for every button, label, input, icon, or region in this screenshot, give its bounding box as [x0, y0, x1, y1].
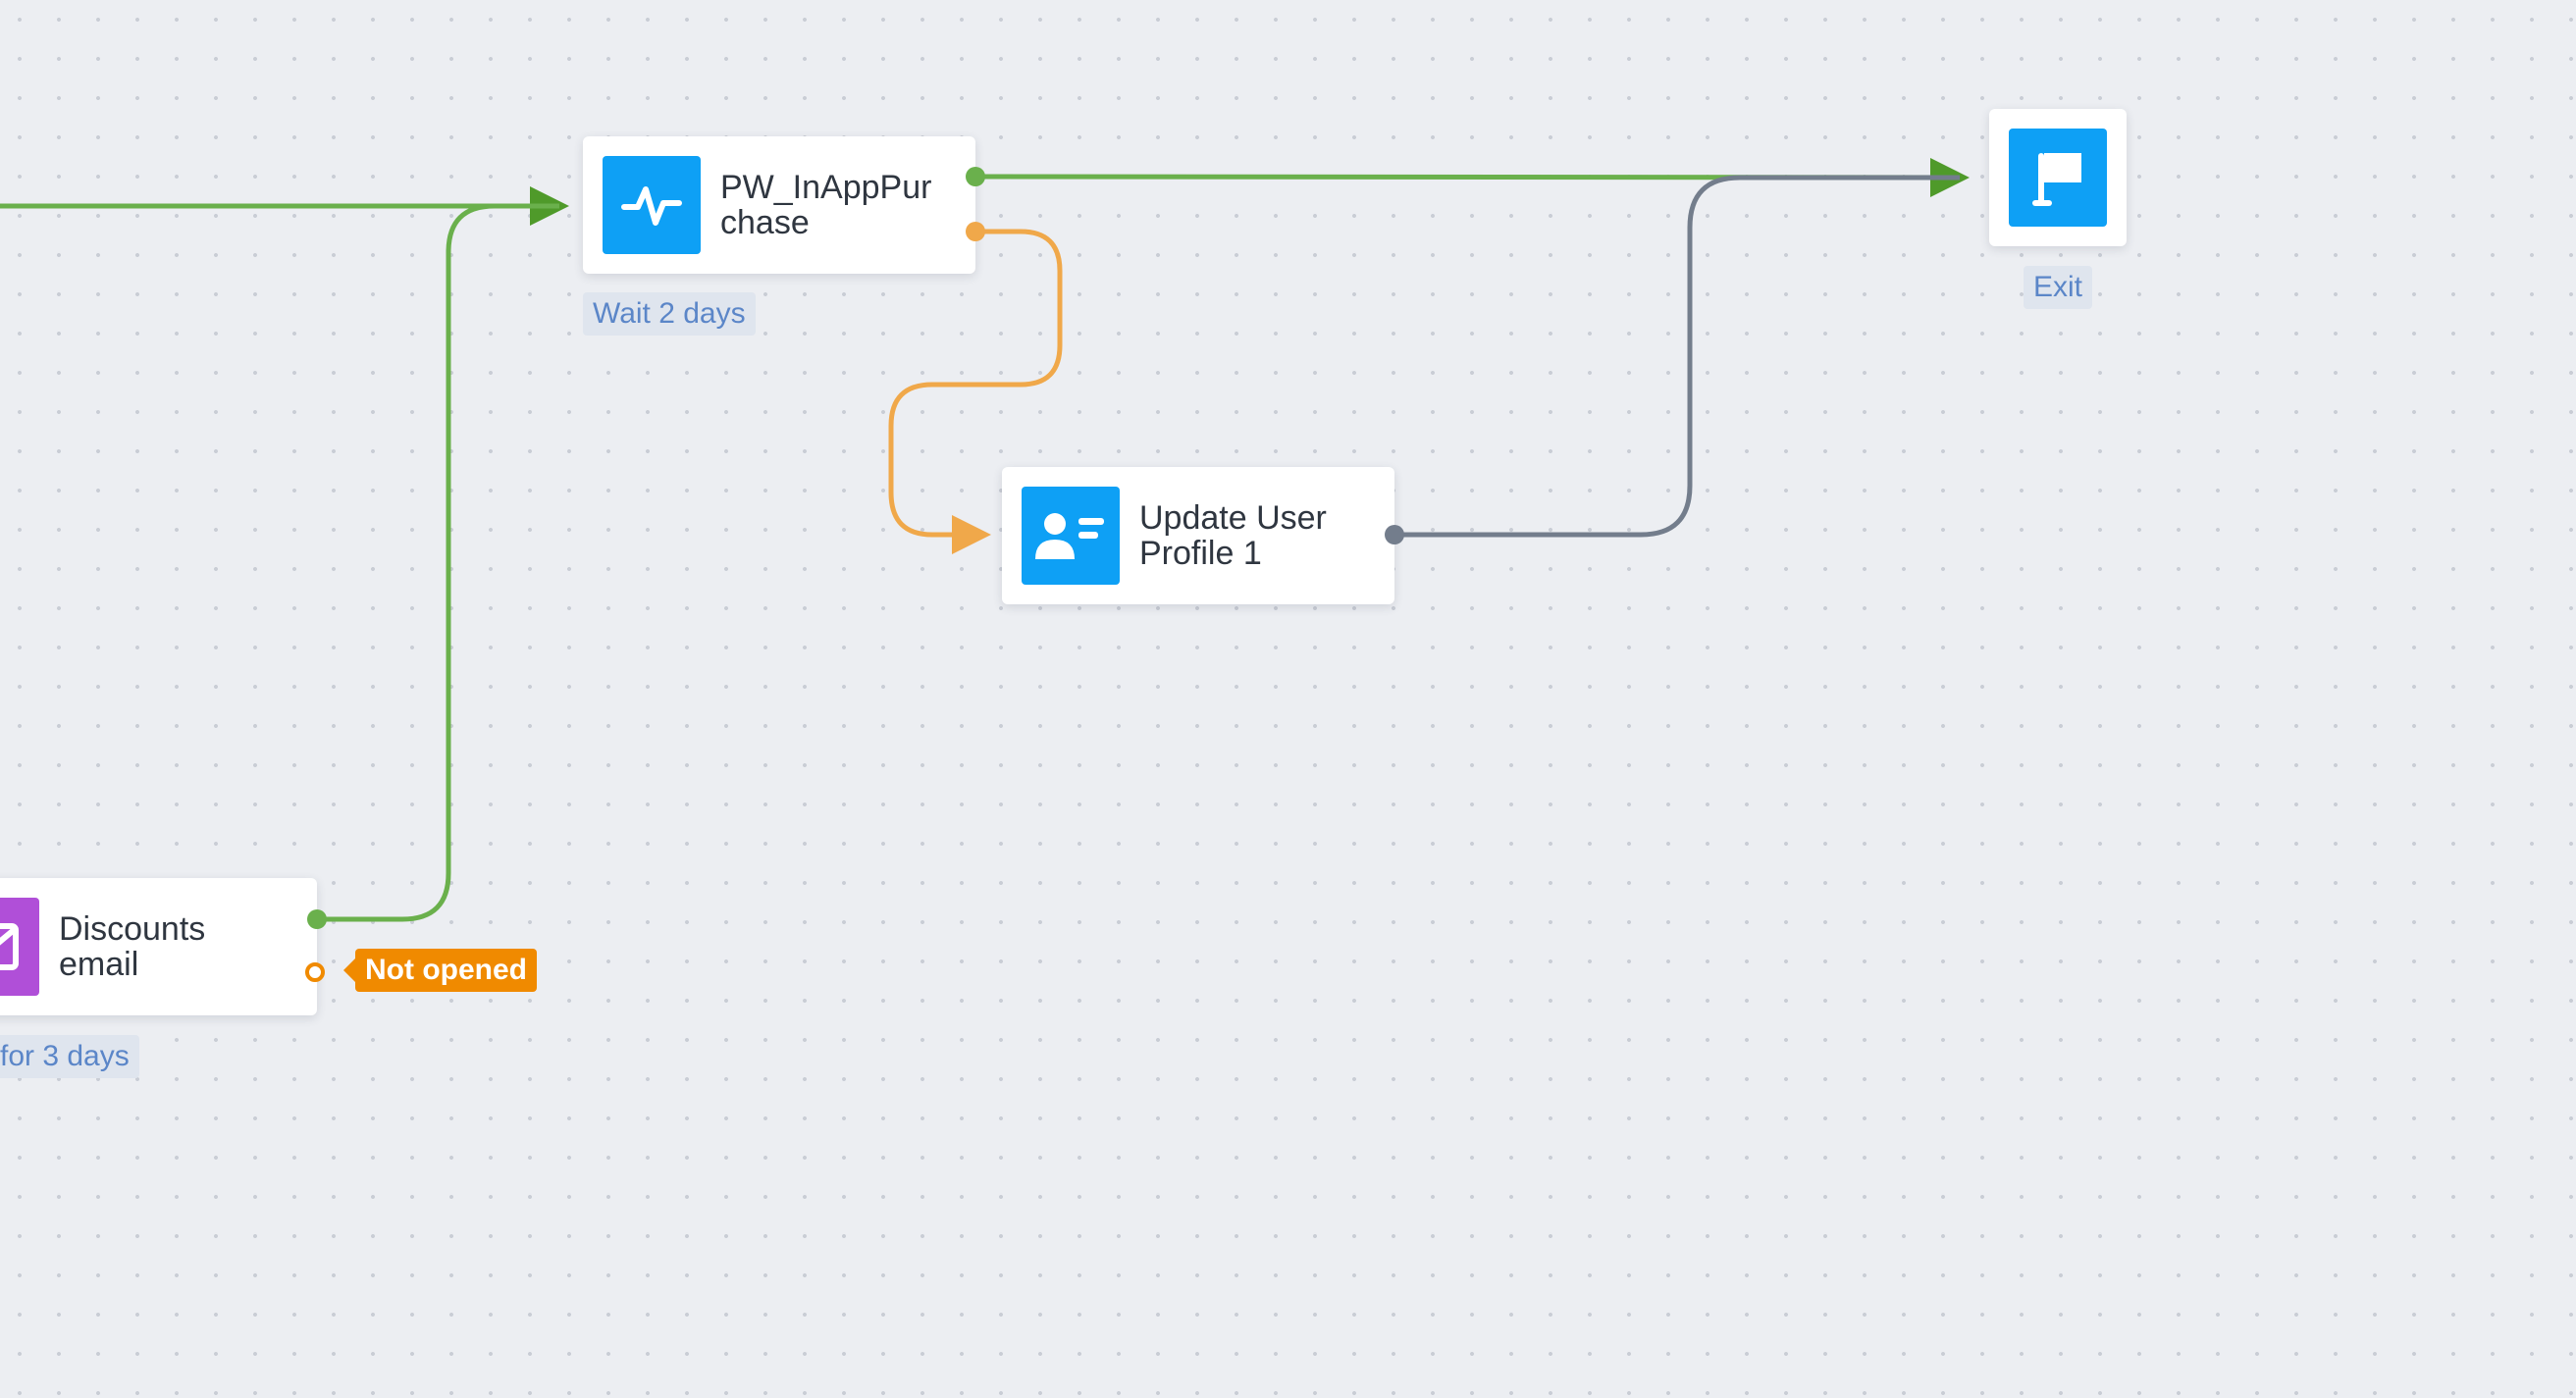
- branch-tag-not-opened: Not opened: [343, 949, 537, 992]
- flag-icon: [2009, 129, 2107, 227]
- node-exit-label: Exit: [2024, 266, 2093, 309]
- user-card-icon: [1022, 487, 1120, 585]
- wire-update-profile-to-exit[interactable]: [1394, 175, 1960, 538]
- wire-discounts-to-pw-inapp[interactable]: [317, 203, 559, 922]
- node-exit[interactable]: [1989, 109, 2127, 246]
- opened-output-port[interactable]: [307, 909, 327, 929]
- node-discounts-email[interactable]: Discounts email: [0, 878, 327, 1015]
- email-icon: [0, 898, 39, 996]
- not-opened-output-port[interactable]: [305, 962, 325, 982]
- node-pw-inapp-delay-label: Wait 2 days: [583, 292, 756, 336]
- wire-pw-inapp-to-update-profile[interactable]: [888, 229, 1063, 554]
- success-output-port[interactable]: [966, 167, 985, 186]
- node-pw-inapppurchase[interactable]: PW_InAppPurchase: [583, 136, 985, 274]
- node-discounts-delay-label: for 3 days: [0, 1035, 139, 1078]
- output-port[interactable]: [1385, 525, 1404, 544]
- node-title: PW_InAppPurchase: [720, 169, 932, 241]
- node-title: Discounts email: [59, 910, 206, 983]
- node-update-user-profile[interactable]: Update User Profile 1: [1002, 467, 1404, 604]
- node-title: Update User Profile 1: [1139, 499, 1327, 572]
- activity-pulse-icon: [603, 156, 701, 254]
- alt-output-port[interactable]: [966, 222, 985, 241]
